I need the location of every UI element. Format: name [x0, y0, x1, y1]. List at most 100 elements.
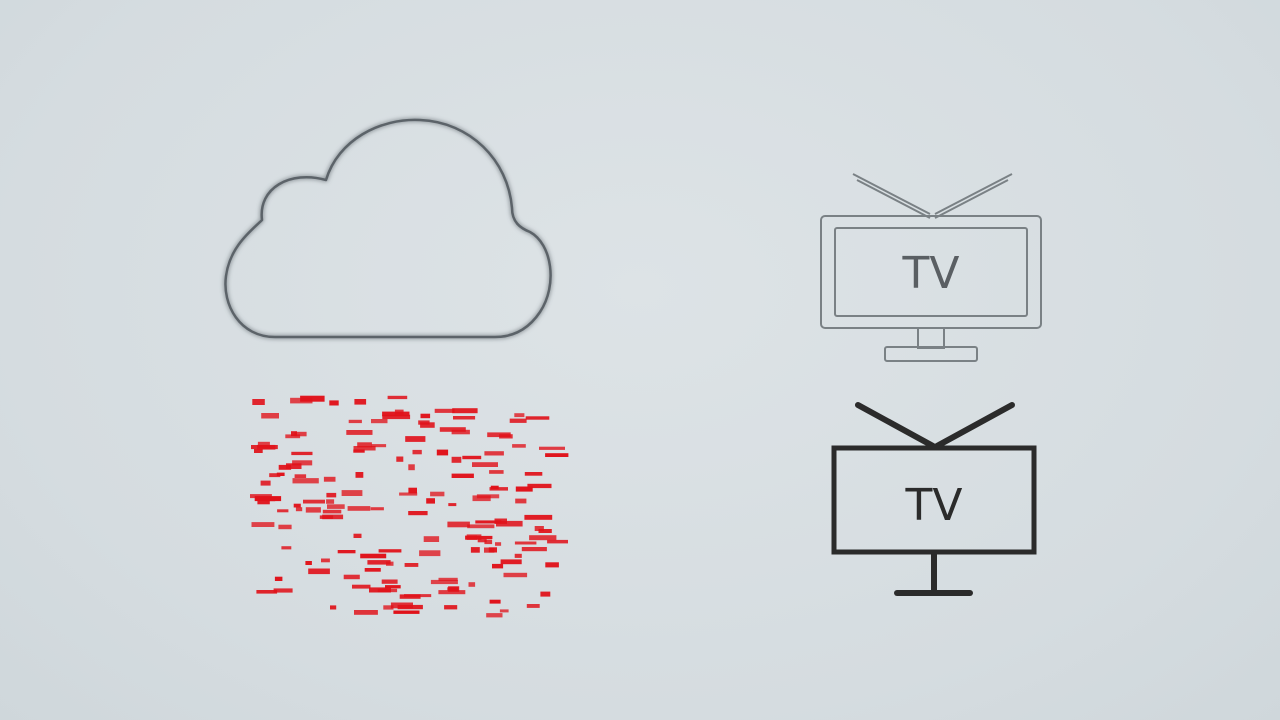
red-particle — [330, 605, 337, 610]
red-particle — [269, 473, 281, 478]
red-particle — [448, 503, 457, 507]
red-particle — [294, 474, 307, 478]
red-particle — [547, 539, 568, 544]
red-particle — [408, 464, 415, 471]
red-particle — [364, 568, 381, 572]
red-particle — [525, 416, 550, 420]
red-particle — [495, 542, 502, 546]
red-particle — [515, 486, 533, 492]
red-particle — [477, 538, 487, 543]
red-particle — [447, 521, 470, 528]
red-particle — [475, 520, 502, 524]
red-particle — [466, 534, 482, 540]
red-particle — [468, 582, 476, 587]
red-particle — [343, 574, 360, 580]
red-particle — [367, 560, 391, 565]
red-particle — [405, 436, 426, 442]
red-particle — [326, 492, 337, 498]
red-particle — [439, 427, 466, 432]
red-particle — [347, 506, 371, 511]
red-particle — [514, 553, 522, 558]
red-particle — [408, 511, 428, 516]
red-particle — [290, 397, 313, 404]
red-particle — [426, 498, 435, 504]
red-particle — [430, 579, 458, 585]
red-particle — [521, 547, 547, 552]
red-particle — [512, 444, 526, 448]
red-particle — [378, 549, 402, 553]
red-particle — [286, 463, 302, 469]
red-particle — [444, 605, 458, 610]
red-particle — [326, 499, 335, 504]
red-particle — [278, 464, 292, 470]
red-particle — [377, 588, 398, 593]
red-particle — [354, 610, 378, 615]
red-particle — [273, 588, 293, 593]
red-particle — [276, 472, 285, 476]
red-particle — [412, 449, 422, 455]
red-particle — [256, 590, 278, 594]
red-particle — [371, 419, 388, 424]
red-particle — [534, 526, 544, 531]
red-particle — [430, 491, 445, 497]
red-particle — [489, 599, 501, 604]
red-particle — [484, 451, 504, 456]
red-particle — [396, 456, 404, 462]
red-particle — [295, 507, 303, 512]
red-particle — [371, 444, 387, 448]
red-particle — [354, 399, 367, 405]
red-particle — [303, 499, 325, 504]
red-particle — [321, 558, 330, 563]
red-particle — [420, 413, 431, 419]
red-particle — [438, 577, 458, 581]
red-particle — [353, 446, 376, 451]
red-particle — [260, 480, 271, 486]
red-particle — [408, 487, 417, 494]
red-particle — [278, 524, 292, 530]
red-particle — [292, 460, 313, 466]
red-particle — [394, 409, 404, 415]
red-particle — [447, 587, 459, 591]
red-particle — [382, 414, 411, 420]
cloud-icon — [224, 118, 552, 339]
red-particle — [404, 563, 419, 567]
red-particle — [419, 550, 441, 557]
red-particle — [545, 562, 559, 568]
red-particle — [488, 547, 497, 553]
red-particle — [484, 539, 493, 545]
red-particle — [524, 472, 543, 476]
red-particle — [500, 559, 522, 565]
red-particle — [527, 483, 552, 489]
red-particle — [285, 434, 301, 439]
red-particle — [451, 429, 470, 435]
red-particle — [472, 495, 491, 502]
red-particle — [540, 591, 551, 597]
red-particle — [524, 514, 553, 520]
red-particle — [452, 408, 478, 414]
red-particle — [352, 584, 371, 589]
tv-top-label: TV — [902, 248, 960, 299]
red-particle — [489, 487, 508, 491]
red-particle — [323, 476, 336, 482]
tv-bottom-label: TV — [905, 480, 963, 531]
red-particle — [434, 408, 455, 413]
red-particle — [346, 430, 373, 435]
red-particle — [348, 419, 362, 424]
red-particle — [499, 609, 509, 613]
red-particle — [294, 431, 307, 437]
tv-icon: TV — [820, 173, 1042, 362]
red-particle — [503, 572, 528, 578]
red-particle — [341, 490, 363, 496]
red-particle — [252, 399, 265, 405]
red-particle — [387, 395, 408, 400]
red-particle — [261, 413, 279, 419]
red-particle — [538, 529, 552, 533]
red-particle — [293, 503, 301, 508]
red-particle — [386, 561, 394, 566]
red-particle — [514, 541, 537, 545]
red-particle — [305, 561, 312, 565]
red-particle — [438, 590, 466, 595]
tv-icon: TV — [831, 402, 1037, 596]
red-particle — [514, 413, 525, 418]
